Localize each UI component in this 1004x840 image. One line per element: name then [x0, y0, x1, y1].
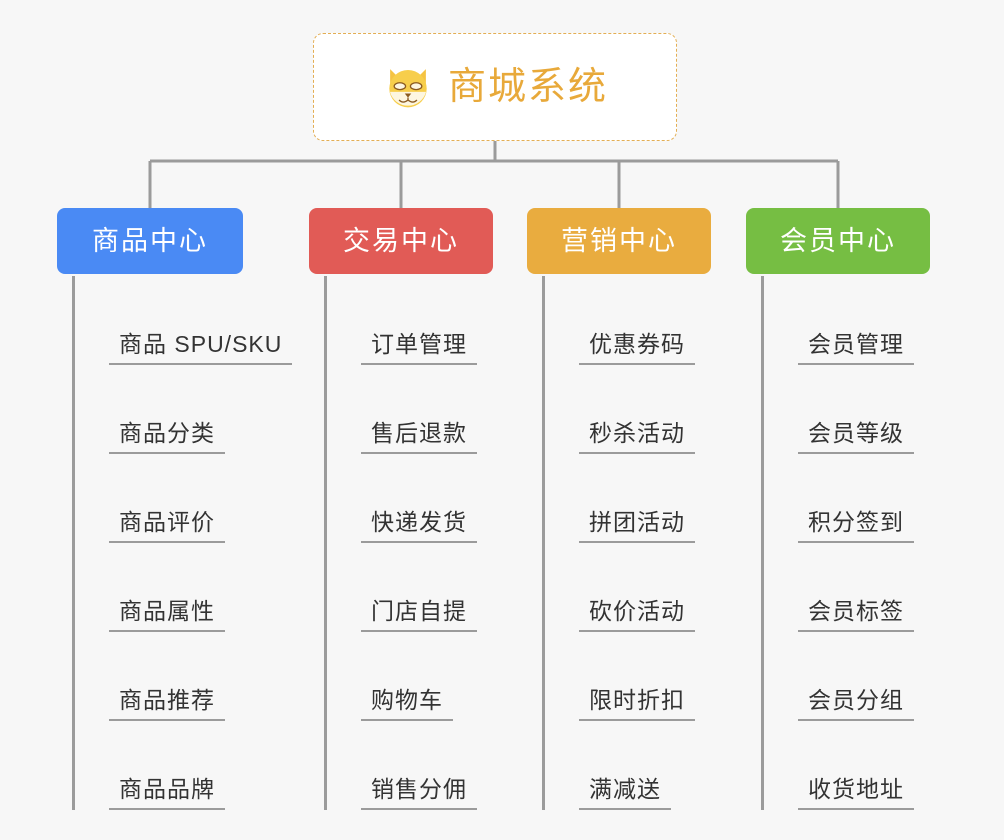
- leaf-item[interactable]: 优惠券码: [542, 276, 695, 365]
- root-node[interactable]: 商城系统: [313, 33, 677, 141]
- leaf-item[interactable]: 售后退款: [324, 365, 477, 454]
- leaf-item[interactable]: 订单管理: [324, 276, 477, 365]
- leaf-item[interactable]: 秒杀活动: [542, 365, 695, 454]
- leaf-underline: 商品评价: [109, 509, 225, 543]
- leaf-label: 商品评价: [119, 508, 215, 535]
- leaf-item[interactable]: 会员等级: [761, 365, 914, 454]
- leaf-label: 商品属性: [119, 597, 215, 624]
- leaf-item[interactable]: 商品评价: [72, 454, 292, 543]
- leaf-item[interactable]: 门店自提: [324, 543, 477, 632]
- shiba-dog-icon: [389, 69, 427, 108]
- leaf-underline: 订单管理: [361, 331, 477, 365]
- leaf-label: 商品推荐: [119, 686, 215, 713]
- leaf-underline: 会员管理: [798, 331, 914, 365]
- leaf-item[interactable]: 砍价活动: [542, 543, 695, 632]
- leaf-underline: 售后退款: [361, 420, 477, 454]
- leaf-item[interactable]: 销售分佣: [324, 721, 477, 810]
- leaf-item[interactable]: 购物车: [324, 632, 477, 721]
- root-title: 商城系统: [447, 66, 608, 108]
- leaf-label: 商品分类: [119, 419, 215, 446]
- leaf-underline: 收货地址: [798, 776, 914, 810]
- branch-label-3: 营销中心: [561, 225, 677, 256]
- leaf-underline: 会员标签: [798, 598, 914, 632]
- leaf-underline: 门店自提: [361, 598, 477, 632]
- leaf-item[interactable]: 会员管理: [761, 276, 914, 365]
- leaf-item[interactable]: 快递发货: [324, 454, 477, 543]
- leaf-item[interactable]: 收货地址: [761, 721, 914, 810]
- leaf-item[interactable]: 满减送: [542, 721, 695, 810]
- leaf-item[interactable]: 商品 SPU/SKU: [72, 276, 293, 365]
- branch-header-1[interactable]: 商品中心: [57, 208, 243, 274]
- leaf-label: 会员分组: [808, 686, 904, 713]
- leaf-item[interactable]: 商品推荐: [72, 632, 292, 721]
- leaf-label: 拼团活动: [589, 508, 685, 535]
- leaf-column-1: 商品 SPU/SKU 商品分类 商品评价 商品属性 商品推荐 商品品牌: [72, 276, 293, 810]
- leaf-label: 会员标签: [808, 597, 904, 624]
- leaf-column-3: 优惠券码 秒杀活动 拼团活动 砍价活动 限时折扣 满减送: [542, 276, 695, 810]
- leaf-underline: 商品属性: [109, 598, 225, 632]
- leaf-item[interactable]: 商品属性: [72, 543, 292, 632]
- leaf-underline: 商品分类: [109, 420, 225, 454]
- leaf-underline: 购物车: [361, 687, 453, 721]
- leaf-underline: 会员等级: [798, 420, 914, 454]
- leaf-label: 优惠券码: [589, 330, 685, 357]
- branch-header-2[interactable]: 交易中心: [309, 208, 493, 274]
- leaf-item[interactable]: 积分签到: [761, 454, 914, 543]
- leaf-item[interactable]: 限时折扣: [542, 632, 695, 721]
- leaf-label: 积分签到: [808, 508, 904, 535]
- leaf-underline: 商品品牌: [109, 776, 225, 810]
- leaf-label: 商品 SPU/SKU: [119, 330, 283, 357]
- leaf-underline: 商品 SPU/SKU: [109, 330, 293, 365]
- leaf-underline: 拼团活动: [579, 509, 695, 543]
- leaf-label: 满减送: [589, 775, 661, 802]
- leaf-item[interactable]: 商品分类: [72, 365, 292, 454]
- leaf-column-2: 订单管理 售后退款 快递发货 门店自提 购物车 销售分佣: [324, 276, 477, 810]
- leaf-underline: 商品推荐: [109, 687, 225, 721]
- leaf-label: 购物车: [371, 686, 443, 713]
- leaf-label: 快递发货: [371, 508, 467, 535]
- leaf-underline: 限时折扣: [579, 687, 695, 721]
- leaf-label: 秒杀活动: [589, 419, 685, 446]
- leaf-label: 砍价活动: [589, 597, 685, 624]
- branch-label-2: 交易中心: [343, 225, 459, 256]
- leaf-label: 会员管理: [808, 330, 904, 357]
- leaf-underline: 满减送: [579, 776, 671, 810]
- leaf-underline: 优惠券码: [579, 331, 695, 365]
- leaf-label: 限时折扣: [589, 686, 685, 713]
- branch-header-3[interactable]: 营销中心: [527, 208, 711, 274]
- leaf-underline: 砍价活动: [579, 598, 695, 632]
- leaf-underline: 销售分佣: [361, 776, 477, 810]
- branch-header-4[interactable]: 会员中心: [746, 208, 930, 274]
- leaf-label: 商品品牌: [119, 775, 215, 802]
- leaf-item[interactable]: 拼团活动: [542, 454, 695, 543]
- leaf-label: 门店自提: [371, 597, 467, 624]
- leaf-column-4: 会员管理 会员等级 积分签到 会员标签 会员分组 收货地址: [761, 276, 914, 810]
- leaf-label: 订单管理: [371, 330, 467, 357]
- leaf-item[interactable]: 商品品牌: [72, 721, 292, 810]
- leaf-item[interactable]: 会员标签: [761, 543, 914, 632]
- leaf-label: 会员等级: [808, 419, 904, 446]
- leaf-item[interactable]: 会员分组: [761, 632, 914, 721]
- leaf-label: 收货地址: [808, 775, 904, 802]
- leaf-underline: 秒杀活动: [579, 420, 695, 454]
- branch-label-4: 会员中心: [780, 225, 896, 256]
- leaf-underline: 积分签到: [798, 509, 914, 543]
- leaf-label: 售后退款: [371, 419, 467, 446]
- leaf-underline: 会员分组: [798, 687, 914, 721]
- leaf-underline: 快递发货: [361, 509, 477, 543]
- branch-label-1: 商品中心: [92, 225, 208, 256]
- leaf-label: 销售分佣: [371, 775, 467, 802]
